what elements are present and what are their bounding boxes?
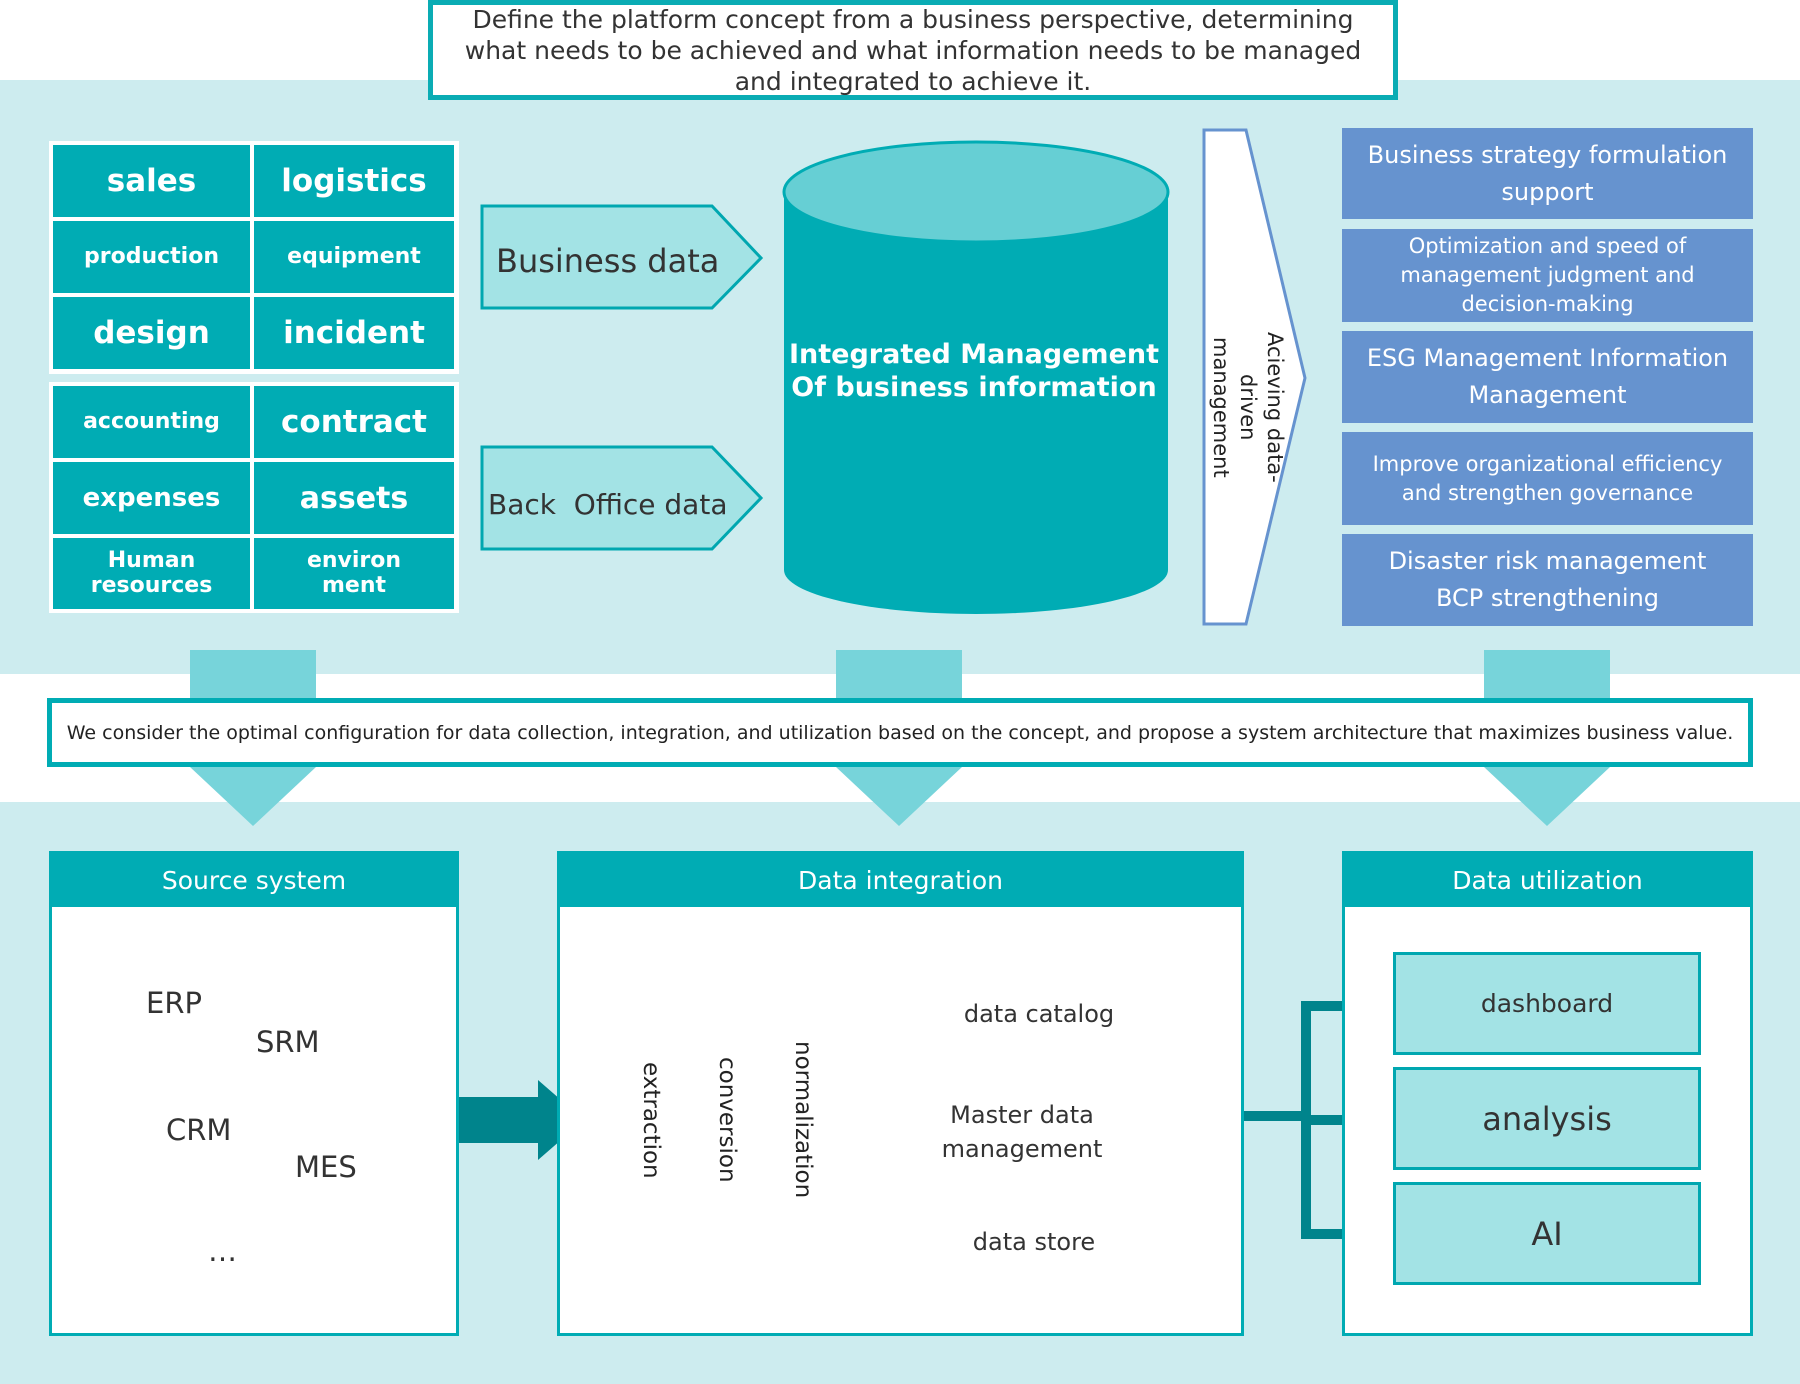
data-driven-label: Acieving data-driven management <box>1209 331 1287 483</box>
store-master-data: Master data management <box>941 1101 1103 1163</box>
goal-esg: ESG Management Information Management <box>1342 331 1753 423</box>
goal-disaster: Disaster risk management BCP strengtheni… <box>1342 534 1753 626</box>
system-mes: MES <box>295 1150 357 1184</box>
connector-right-top <box>1484 650 1610 698</box>
category-expenses: expenses <box>53 462 250 534</box>
proposal-box: We consider the optimal configuration fo… <box>47 698 1753 767</box>
connector-left-top <box>190 650 316 698</box>
connector-left-arrow <box>190 767 316 826</box>
business-data-label: Business data <box>496 242 720 280</box>
data-utilization-title: Data utilization <box>1345 854 1750 907</box>
category-accounting: accounting <box>53 386 250 458</box>
system-crm: CRM <box>166 1113 232 1147</box>
data-integration-panel: Data integration <box>557 851 1244 1336</box>
category-design: design <box>53 297 250 369</box>
category-sales: sales <box>53 145 250 217</box>
goal-strategy: Business strategy formulation support <box>1342 128 1753 219</box>
step-normalization: normalization <box>790 1041 816 1199</box>
connector-mid-arrow <box>836 767 962 826</box>
system-more: … <box>208 1234 237 1268</box>
category-logistics: logistics <box>254 145 454 217</box>
util-analysis: analysis <box>1393 1067 1701 1170</box>
business-data-arrow <box>480 204 764 310</box>
category-assets: assets <box>254 462 454 534</box>
step-extraction: extraction <box>638 1061 664 1179</box>
source-system-panel: Source system <box>49 851 459 1336</box>
back-office-data-label: Back Office data <box>488 488 728 521</box>
concept-text: Define the platform concept from a busin… <box>464 4 1362 96</box>
connector-right-arrow <box>1484 767 1610 826</box>
system-erp: ERP <box>146 986 202 1020</box>
step-conversion: conversion <box>714 1057 740 1183</box>
system-srm: SRM <box>256 1025 320 1059</box>
store-data-catalog: data catalog <box>963 1000 1115 1028</box>
backoffice-category-grid: accounting contract expenses assets Huma… <box>49 382 459 613</box>
business-category-grid: sales logistics production equipment des… <box>49 141 459 374</box>
store-data-store: data store <box>972 1228 1096 1256</box>
util-ai: AI <box>1393 1182 1701 1285</box>
source-to-integration-arrow <box>431 1080 584 1160</box>
category-incident: incident <box>254 297 454 369</box>
category-human-resources: Human resources <box>53 538 250 609</box>
util-dashboard: dashboard <box>1393 952 1701 1055</box>
data-driven-chevron <box>1202 128 1307 626</box>
integrated-cylinder <box>782 140 1170 614</box>
category-contract: contract <box>254 386 454 458</box>
back-office-data-arrow <box>480 445 764 551</box>
goal-governance: Improve organizational efficiency and st… <box>1342 432 1753 525</box>
category-production: production <box>53 221 250 293</box>
proposal-text: We consider the optimal configuration fo… <box>66 721 1734 744</box>
category-environment: environ ment <box>254 538 454 609</box>
connector-mid-top <box>836 650 962 698</box>
data-integration-title: Data integration <box>560 854 1241 907</box>
concept-box: Define the platform concept from a busin… <box>428 0 1398 100</box>
source-system-title: Source system <box>52 854 456 907</box>
cylinder-label: Integrated Management Of business inform… <box>788 339 1160 403</box>
category-equipment: equipment <box>254 221 454 293</box>
goal-decision: Optimization and speed of management jud… <box>1342 229 1753 322</box>
